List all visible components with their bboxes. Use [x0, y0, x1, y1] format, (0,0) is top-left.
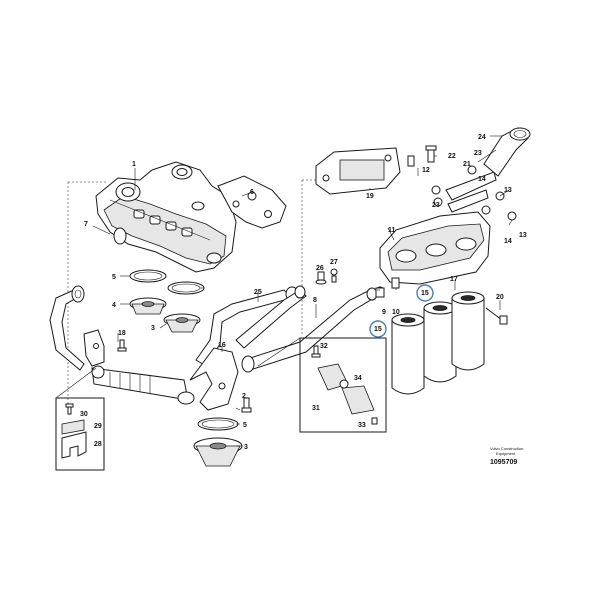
seal-ring-upper-right[interactable] — [167, 281, 205, 295]
callout-23-lower[interactable]: 23 — [432, 202, 440, 209]
callout-25[interactable]: 25 — [254, 289, 262, 296]
callout-13-lower[interactable]: 13 — [519, 232, 527, 239]
callout-20[interactable]: 20 — [496, 294, 504, 301]
filter-cap-part-3-lower[interactable] — [193, 437, 243, 467]
hose-main[interactable] — [91, 365, 195, 405]
drawing-footer: Volvo Construction Equipment 1095709 — [490, 446, 523, 466]
callout-5-upper[interactable]: 5 — [112, 274, 116, 281]
callout-21[interactable]: 21 — [463, 161, 471, 168]
filter-cap-part-3-upper[interactable] — [163, 313, 201, 333]
callout-14-upper[interactable]: 14 — [478, 176, 486, 183]
callout-23-upper[interactable]: 23 — [474, 150, 482, 157]
callout-3-upper[interactable]: 3 — [151, 325, 155, 332]
callout-18[interactable]: 18 — [118, 330, 126, 337]
washer-27[interactable] — [330, 268, 338, 283]
oil-filter-housing[interactable] — [95, 161, 237, 273]
callout-labels: 1 2 3 3 4 5 5 6 7 8 9 10 11 12 13 13 14 … — [80, 134, 527, 451]
callout-11[interactable]: 11 — [388, 227, 396, 234]
callout-1[interactable]: 1 — [132, 161, 136, 168]
callout-27[interactable]: 27 — [330, 259, 338, 266]
filter-cap-part-4[interactable] — [129, 297, 167, 315]
callout-29[interactable]: 29 — [94, 423, 102, 430]
callout-12[interactable]: 12 — [422, 167, 430, 174]
callout-14-lower[interactable]: 14 — [504, 238, 512, 245]
bracket-detail-inset — [257, 337, 387, 433]
callout-28[interactable]: 28 — [94, 441, 102, 448]
fittings-right[interactable] — [431, 165, 517, 221]
pipe-8[interactable] — [241, 287, 378, 373]
callout-4[interactable]: 4 — [112, 302, 116, 309]
oil-filter-17[interactable] — [451, 291, 485, 371]
callout-6[interactable]: 6 — [250, 189, 254, 196]
callout-32[interactable]: 32 — [320, 343, 328, 350]
callout-5-lower[interactable]: 5 — [243, 422, 247, 429]
leader-lines — [92, 135, 513, 447]
callout-8[interactable]: 8 — [313, 297, 317, 304]
oil-filter-15-middle[interactable] — [423, 301, 457, 383]
callout-22[interactable]: 22 — [448, 153, 456, 160]
callout-30[interactable]: 30 — [80, 411, 88, 418]
callout-24[interactable]: 24 — [478, 134, 486, 141]
seal-ring-lower[interactable] — [197, 417, 239, 431]
plug-10[interactable] — [391, 277, 400, 289]
highlight-callouts-15 — [369, 284, 434, 338]
callout-9[interactable]: 9 — [382, 309, 386, 316]
callout-15-upper[interactable]: 15 — [421, 290, 429, 297]
callout-34[interactable]: 34 — [354, 375, 362, 382]
callout-17[interactable]: 17 — [450, 276, 458, 283]
clamp-detail-inset — [55, 367, 105, 471]
callout-3-lower[interactable]: 3 — [244, 444, 248, 451]
clamp-bracket[interactable] — [83, 329, 105, 367]
filter-mount-bracket-19[interactable] — [315, 147, 415, 195]
plug-9[interactable] — [375, 286, 385, 298]
bolt-2[interactable] — [241, 397, 252, 413]
seal-ring-upper-left[interactable] — [129, 269, 167, 283]
drawing-id: 1095709 — [490, 459, 517, 466]
callout-19[interactable]: 19 — [366, 193, 374, 200]
callout-15-lower[interactable]: 15 — [374, 326, 382, 333]
washer-26[interactable] — [315, 271, 327, 285]
brand-line-1: Volvo Construction — [490, 446, 523, 451]
callout-7[interactable]: 7 — [84, 221, 88, 228]
filler-tube-21[interactable] — [445, 171, 497, 213]
oil-filter-15-front[interactable] — [391, 313, 425, 395]
brand-line-2: Equipment — [496, 451, 516, 456]
callout-13-upper[interactable]: 13 — [504, 187, 512, 194]
callout-26[interactable]: 26 — [316, 265, 324, 272]
bolt-22[interactable] — [425, 145, 437, 163]
callout-31[interactable]: 31 — [312, 405, 320, 412]
oil-pipe-left[interactable] — [49, 285, 85, 371]
pipe-25[interactable] — [235, 285, 307, 349]
bracket-16[interactable] — [189, 347, 239, 411]
filter-head-11[interactable] — [379, 211, 491, 285]
bolt-20[interactable] — [485, 307, 508, 325]
callout-33[interactable]: 33 — [358, 422, 366, 429]
callout-10[interactable]: 10 — [392, 309, 400, 316]
callout-16[interactable]: 16 — [218, 342, 226, 349]
callout-2[interactable]: 2 — [242, 393, 246, 400]
mounting-bracket[interactable] — [217, 175, 287, 229]
filler-neck-24[interactable] — [483, 127, 531, 177]
bolt-18[interactable] — [117, 339, 127, 352]
